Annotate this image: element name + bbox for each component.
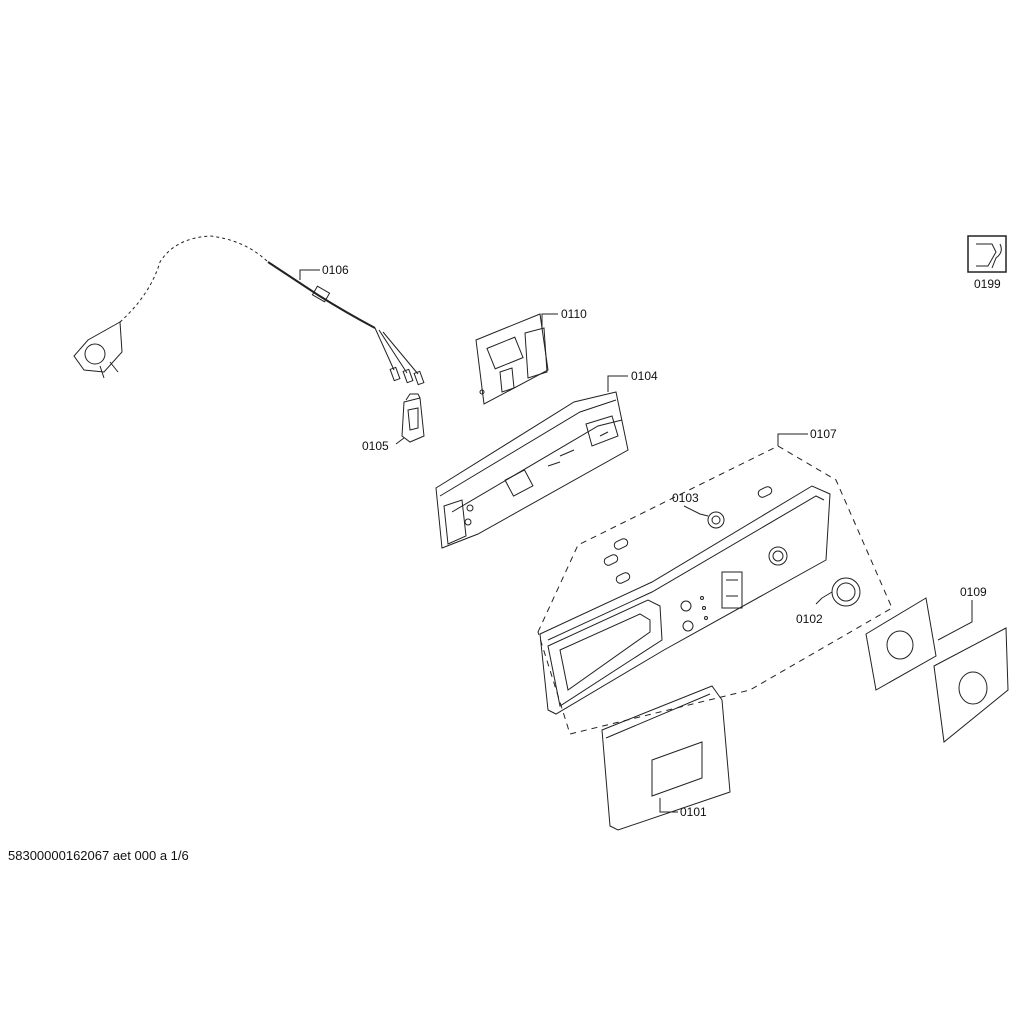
power-cord (73, 235, 425, 386)
button-pins (603, 486, 773, 584)
label-0101: 0101 (680, 805, 707, 819)
label-0199: 0199 (974, 277, 1001, 291)
label-0106: 0106 (322, 263, 349, 277)
label-0110: 0110 (561, 307, 587, 321)
switch-part (401, 393, 425, 443)
wrench-icon (967, 235, 1007, 273)
control-panel-fascia (539, 485, 831, 715)
label-0102: 0102 (796, 612, 823, 626)
document-id: 58300000162067 aet 000 a 1/6 (8, 848, 189, 863)
label-0103: 0103 (672, 491, 699, 505)
label-0104: 0104 (631, 369, 658, 383)
label-0105: 0105 (362, 439, 389, 453)
drawer-handle (601, 685, 731, 831)
label-0109: 0109 (960, 585, 987, 599)
knob-small (707, 511, 725, 529)
control-module (435, 391, 629, 549)
label-0107: 0107 (810, 427, 837, 441)
trim-plates (865, 597, 1009, 743)
pcb-module (475, 313, 549, 405)
control-panel-group (537, 445, 893, 735)
program-knob (821, 577, 861, 607)
